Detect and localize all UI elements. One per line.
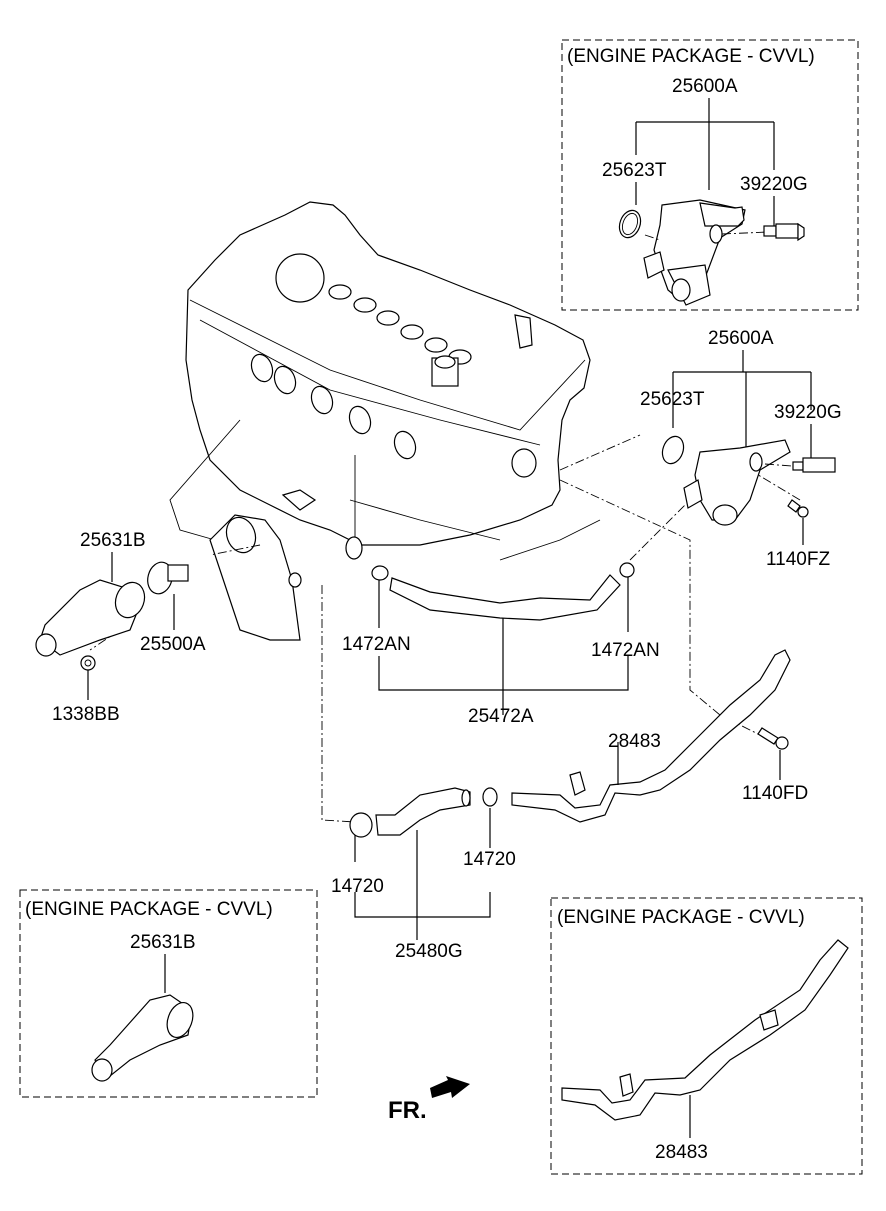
water-pipe-drawing: [511, 649, 791, 823]
part-label-14720[interactable]: 14720: [463, 849, 516, 870]
upper-hose-group: 1472AN 1472AN 25472A: [342, 562, 660, 727]
part-label-1472AN[interactable]: 1472AN: [342, 634, 411, 655]
part-label-25623T[interactable]: 25623T: [640, 389, 705, 410]
gasket-ring-drawing: [618, 209, 642, 239]
part-label-25472A[interactable]: 25472A: [468, 706, 534, 727]
part-label-25480G[interactable]: 25480G: [395, 941, 463, 962]
housing-group-main: 25600A 25623T 39220G 1140FZ: [640, 328, 842, 570]
clamp-drawing: [619, 562, 635, 578]
box-title: (ENGINE PACKAGE - CVVL): [567, 46, 815, 67]
dashed-frame: [19, 889, 318, 1098]
assembly-lines: [89, 434, 801, 823]
temperature-sensor-drawing: [763, 222, 805, 242]
temperature-sensor-drawing: [792, 457, 836, 473]
cvvl-box-bottom-left: (ENGINE PACKAGE - CVVL) 25631B: [19, 889, 318, 1098]
part-label-25623T[interactable]: 25623T: [602, 160, 667, 181]
cvvl-box-bottom-right: (ENGINE PACKAGE - CVVL) 28483: [550, 897, 863, 1175]
front-arrow-icon: [430, 1076, 470, 1098]
part-label-28483[interactable]: 28483: [655, 1142, 708, 1163]
clamp-drawing: [349, 812, 373, 838]
water-outlet-housing-drawing: [643, 199, 746, 306]
part-label-1338BB[interactable]: 1338BB: [52, 704, 120, 725]
part-label-1140FD[interactable]: 1140FD: [742, 783, 808, 804]
dashed-frame: [561, 39, 859, 311]
bolt-drawing: [787, 499, 809, 518]
thermostat-drawing: [147, 561, 189, 595]
upper-hose-drawing: [389, 574, 621, 621]
hose-port-drawing: [345, 536, 363, 560]
nut-drawing: [80, 655, 96, 671]
part-label-25600A[interactable]: 25600A: [672, 76, 738, 97]
part-label-39220G[interactable]: 39220G: [740, 174, 808, 195]
lower-hose-group: 14720 14720 25480G: [331, 787, 516, 962]
part-label-39220G[interactable]: 39220G: [774, 402, 842, 423]
part-label-1472AN[interactable]: 1472AN: [591, 640, 660, 661]
dashed-frame: [550, 897, 863, 1175]
front-label: FR.: [388, 1097, 427, 1124]
leader-lines: [635, 98, 775, 190]
cvvl-box-top-right: (ENGINE PACKAGE - CVVL) 25600A 25623T 39…: [561, 39, 859, 311]
part-label-25600A[interactable]: 25600A: [708, 328, 774, 349]
part-label-28483[interactable]: 28483: [608, 731, 661, 752]
part-label-1140FZ[interactable]: 1140FZ: [766, 549, 830, 570]
part-label-25631B[interactable]: 25631B: [130, 932, 196, 953]
thermostat-group: 25631B 25500A 1338BB: [35, 530, 206, 725]
gasket-ring-drawing: [661, 435, 685, 465]
thermostat-cover-drawing: [91, 994, 194, 1082]
clamp-drawing: [371, 565, 389, 581]
part-label-25631B[interactable]: 25631B: [80, 530, 146, 551]
bolt-drawing: [757, 727, 789, 750]
front-direction-indicator: FR.: [388, 1076, 470, 1124]
thermostat-cover-drawing: [35, 579, 146, 657]
engine-head-drawing: [169, 201, 601, 641]
water-outlet-housing-drawing: [683, 439, 791, 526]
box-title: (ENGINE PACKAGE - CVVL): [25, 899, 273, 920]
part-label-25500A[interactable]: 25500A: [140, 634, 206, 655]
lower-hose-drawing: [375, 787, 471, 836]
part-label-14720[interactable]: 14720: [331, 876, 384, 897]
box-title: (ENGINE PACKAGE - CVVL): [557, 907, 805, 928]
pipe-group: 28483 1140FD: [511, 649, 808, 823]
water-pipe-drawing: [561, 939, 849, 1121]
clamp-drawing: [482, 787, 498, 807]
